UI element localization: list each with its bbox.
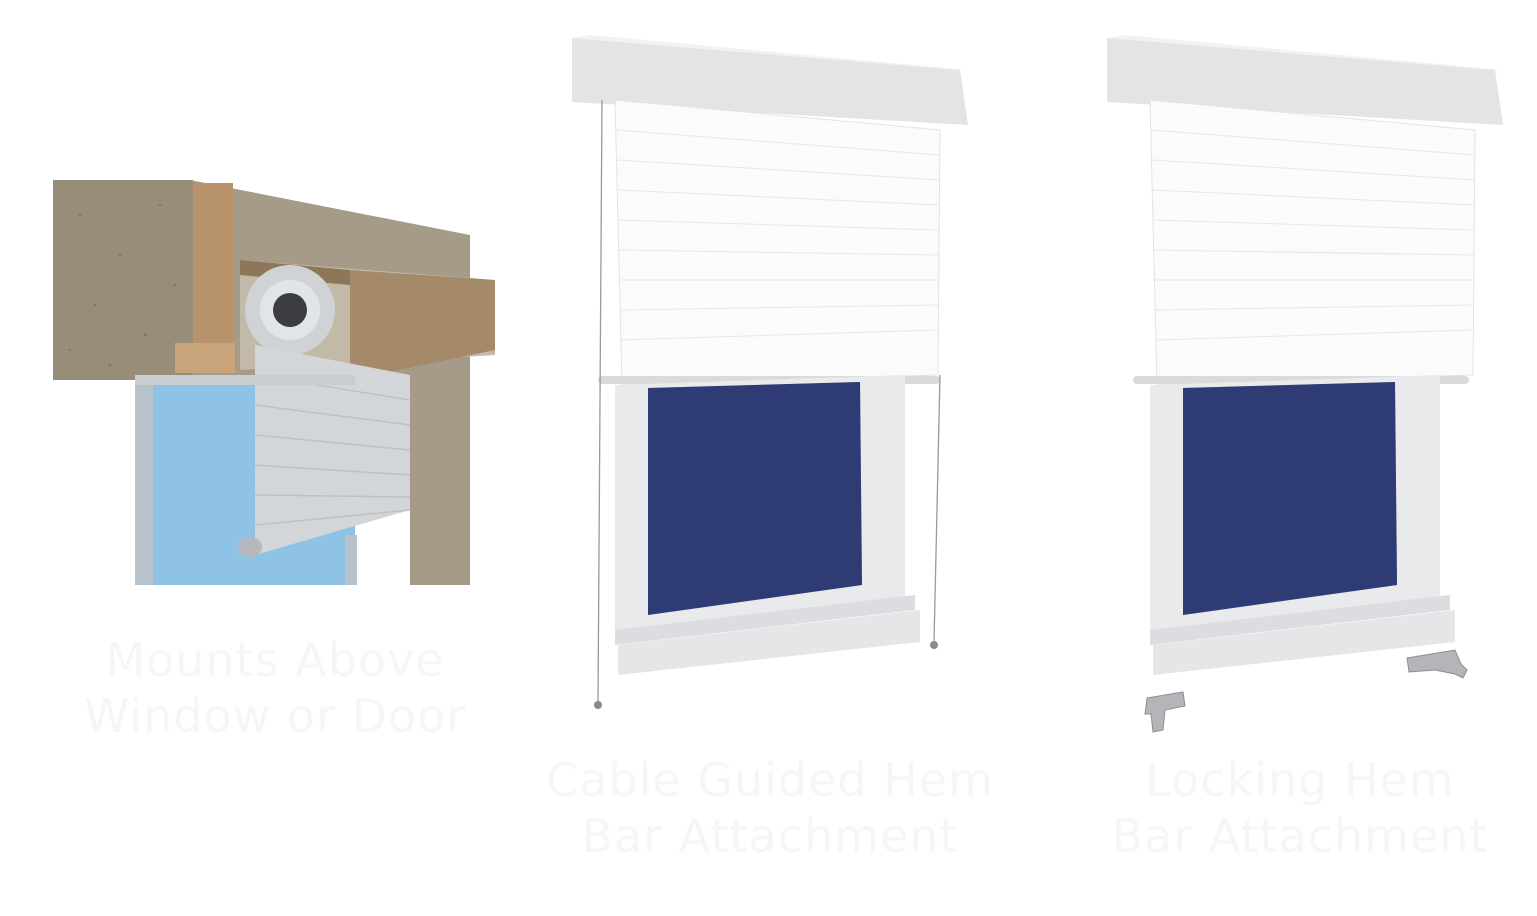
cable-guided-panel bbox=[560, 30, 980, 720]
locking-hem-shutter-icon bbox=[1107, 35, 1503, 733]
caption-line: Mounts Above bbox=[105, 633, 445, 687]
caption-line: Bar Attachment bbox=[581, 809, 959, 863]
caption-line: Cable Guided Hem bbox=[546, 753, 994, 807]
cutaway-caption: Mounts Above Window or Door bbox=[50, 632, 500, 744]
locking-hem-caption: Locking Hem Bar Attachment bbox=[1070, 752, 1530, 864]
cutaway-panel bbox=[50, 175, 500, 590]
cable-guided-caption: Cable Guided Hem Bar Attachment bbox=[520, 752, 1020, 864]
caption-line: Window or Door bbox=[83, 689, 467, 743]
cable-guided-shutter-icon bbox=[572, 35, 968, 709]
cutaway-roll-shutter-icon bbox=[53, 180, 495, 585]
caption-line: Bar Attachment bbox=[1111, 809, 1489, 863]
locking-hem-panel bbox=[1095, 30, 1515, 750]
caption-line: Locking Hem bbox=[1145, 753, 1455, 807]
